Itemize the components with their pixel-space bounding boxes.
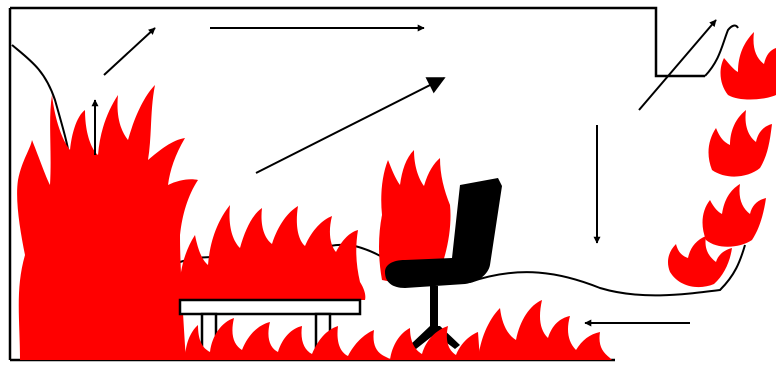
arrow-diagonal-center (256, 78, 444, 173)
fire-on-table (180, 205, 366, 300)
fire-outside-window (668, 32, 776, 287)
large-fire-left (17, 85, 198, 360)
arrow-out-window (639, 20, 716, 110)
arrow-diagonal-upper-left (104, 28, 155, 75)
